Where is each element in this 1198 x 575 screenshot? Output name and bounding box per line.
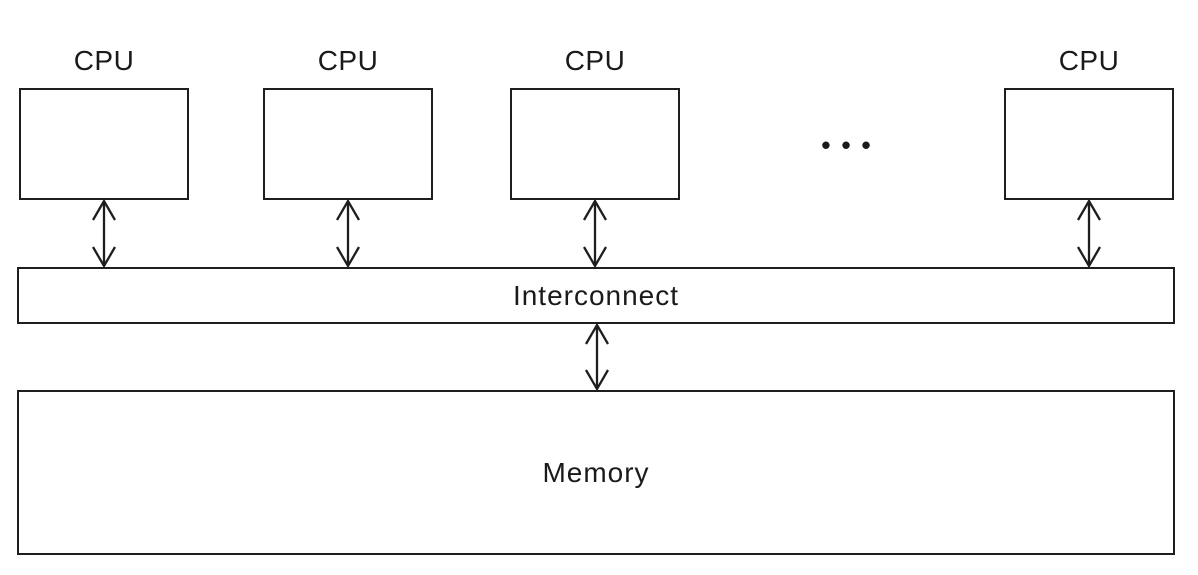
- cpu1-interconnect-arrow: [92, 198, 116, 269]
- cpu1-label: CPU: [73, 45, 135, 76]
- cpu4-box: [1004, 88, 1174, 200]
- cpu2-interconnect-arrow: [336, 198, 360, 269]
- cpu3-label: CPU: [564, 45, 626, 76]
- cpu4-interconnect-arrow: [1077, 198, 1101, 269]
- memory-box: Memory: [17, 390, 1175, 555]
- memory-label: Memory: [542, 456, 650, 488]
- cpu3-interconnect-arrow: [583, 198, 607, 269]
- interconnect-box: Interconnect: [17, 267, 1175, 324]
- cpu1-box: [19, 88, 189, 200]
- interconnect-label: Interconnect: [512, 279, 680, 311]
- cpu3-box: [510, 88, 680, 200]
- cpu2-box: [263, 88, 433, 200]
- cpu2-label: CPU: [317, 45, 379, 76]
- more-cpus-ellipsis: •••: [821, 129, 882, 160]
- cpu4-label: CPU: [1058, 45, 1120, 76]
- interconnect-memory-arrow: [585, 322, 609, 392]
